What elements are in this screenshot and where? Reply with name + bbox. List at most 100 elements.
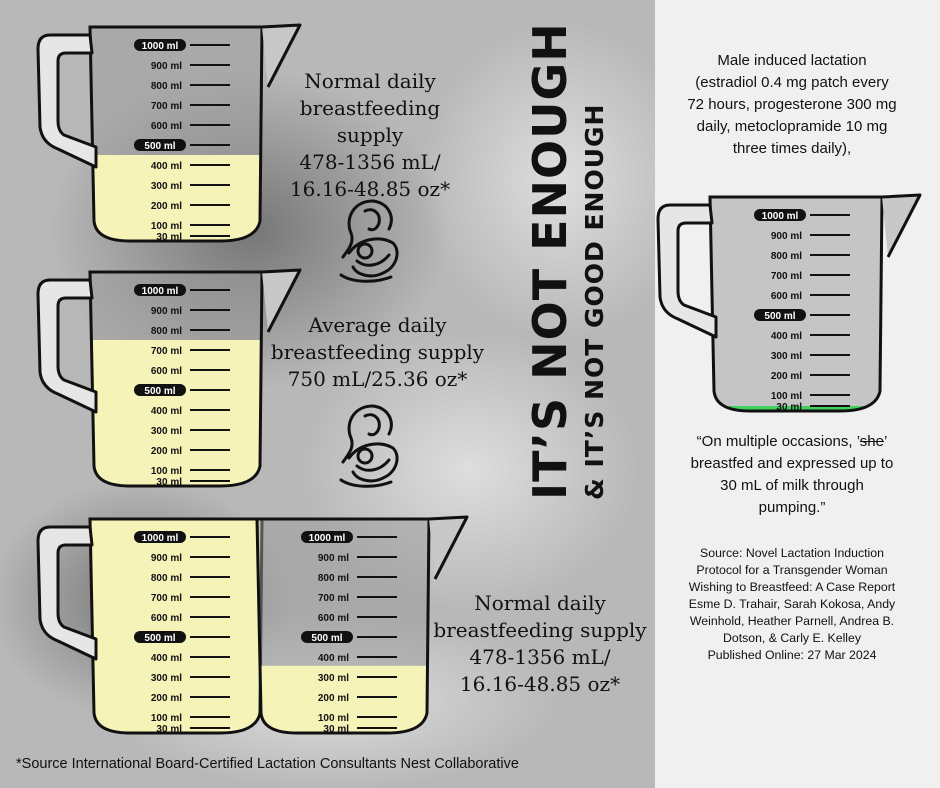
photo-highlight: [420, 20, 700, 340]
scale-label: 400 ml: [318, 653, 349, 664]
caption-normal-supply: Normal daily breastfeeding supply 478-13…: [289, 69, 451, 201]
cup-spout: [261, 23, 302, 88]
cup-normal-max-right: 1000 ml 900 ml 800 ml 700 ml 600 ml 500 ml 400…: [255, 515, 469, 735]
cup-interior: [710, 197, 882, 411]
cup-spout: [261, 268, 302, 333]
caption-average-supply: Average daily breastfeeding supply 750 m…: [270, 313, 485, 391]
scale-label: 500 ml: [144, 141, 175, 152]
scale-label: 300 ml: [771, 351, 802, 362]
scale-label: 30 ml: [776, 402, 802, 413]
caption-normal-supply-bottom: Normal daily breastfeeding supply 478-13…: [433, 591, 647, 696]
scale-badge: [134, 384, 186, 396]
scale-label: 900 ml: [151, 61, 182, 72]
scale-label: 900 ml: [318, 553, 349, 564]
scale-label: 800 ml: [151, 326, 182, 337]
scale-label: 30 ml: [323, 724, 349, 735]
source-citation: Source: Novel Lactation Induction Protoc…: [688, 546, 896, 662]
scale-label: 30 ml: [156, 232, 182, 243]
case-quote: “On multiple occasions, ’she’ breastfed …: [672, 431, 912, 519]
cup-spout: [881, 193, 922, 258]
cup-handle: [36, 525, 98, 661]
scale-label: 300 ml: [318, 673, 349, 684]
cup-handle: [656, 203, 718, 339]
scale-label: 200 ml: [151, 201, 182, 212]
scale-label: 400 ml: [151, 161, 182, 172]
cup-outline: [708, 195, 884, 413]
cup-average-supply: 1000 ml 900 ml 800 ml 700 ml 600 ml 500 ml 400…: [36, 268, 302, 488]
scale-label: 100 ml: [318, 713, 349, 724]
milk-fill: [90, 155, 262, 241]
cup-outline: [88, 517, 264, 735]
scale-badge: [134, 631, 186, 643]
milk-fill: [90, 340, 262, 486]
cup-outline: [255, 517, 431, 735]
quote-first-line: “On multiple occasions, ’she’: [696, 433, 888, 450]
scale-label: 600 ml: [151, 613, 182, 624]
scale-label: 100 ml: [151, 466, 182, 477]
scale-label: 200 ml: [151, 446, 182, 457]
scale-label: 600 ml: [771, 291, 802, 302]
lactation-protocol-text: Male induced lactation (estradiol 0.4 mg…: [687, 52, 897, 157]
cup-normal-max-left: 1000 ml 900 ml 800 ml 700 ml 600 ml 500 ml 400…: [36, 517, 264, 735]
cup-handle: [36, 278, 98, 414]
cup-spout: [428, 515, 469, 580]
scale-label: 800 ml: [151, 81, 182, 92]
scale-badge: [301, 631, 353, 643]
scale-label: 800 ml: [151, 573, 182, 584]
scale-label: 100 ml: [151, 221, 182, 232]
scale-label: 100 ml: [771, 391, 802, 402]
scale-label: 30 ml: [156, 477, 182, 488]
scale-badge: [134, 531, 186, 543]
scale-label: 800 ml: [318, 573, 349, 584]
scale-label: 300 ml: [151, 181, 182, 192]
scale-label: 700 ml: [151, 593, 182, 604]
scale-label: 400 ml: [151, 406, 182, 417]
scale-label: 1000 ml: [309, 533, 346, 544]
scale-badge: [301, 531, 353, 543]
scale-label: 1000 ml: [142, 41, 179, 52]
scale-label: 500 ml: [311, 633, 342, 644]
milk-fill: [90, 519, 262, 733]
scale-badge: [754, 309, 806, 321]
scale-label: 200 ml: [318, 693, 349, 704]
scale-label: 500 ml: [144, 386, 175, 397]
scale-badge: [134, 284, 186, 296]
scale-label: 900 ml: [771, 231, 802, 242]
scale-label: 700 ml: [771, 271, 802, 282]
mother-breastfeeding-icon: [339, 199, 399, 283]
scale-label: 700 ml: [151, 101, 182, 112]
scale-label: 100 ml: [151, 713, 182, 724]
scale-label: 1000 ml: [142, 286, 179, 297]
scale-label: 300 ml: [151, 673, 182, 684]
scale-badge: [134, 139, 186, 151]
scale-label: 800 ml: [771, 251, 802, 262]
cup-outline: [88, 270, 264, 488]
milk-fill: [257, 665, 429, 733]
scale-label: 200 ml: [771, 371, 802, 382]
scale-label: 30 ml: [156, 724, 182, 735]
scale-badge: [134, 39, 186, 51]
headline-main: IT’S NOT ENOUGH: [523, 22, 577, 500]
scale-label: 700 ml: [318, 593, 349, 604]
scale-label: 1000 ml: [142, 533, 179, 544]
footnote: *Source International Board-Certified La…: [16, 756, 519, 772]
cup-normal-supply: 1000 ml 900 ml 800 ml 700 ml 600 ml 500 ml 400…: [36, 23, 302, 243]
scale-label: 600 ml: [151, 121, 182, 132]
struck-word: she: [859, 433, 884, 450]
scale-label: 400 ml: [151, 653, 182, 664]
scale-label: 500 ml: [144, 633, 175, 644]
milk-fill: [710, 406, 882, 411]
cup-handle: [36, 33, 98, 169]
scale-label: 500 ml: [764, 311, 795, 322]
scale-label: 900 ml: [151, 306, 182, 317]
scale-label: 900 ml: [151, 553, 182, 564]
scale-label: 1000 ml: [762, 211, 799, 222]
headline-sub: & IT’S NOT GOOD ENOUGH: [580, 103, 609, 500]
scale-label: 700 ml: [151, 346, 182, 357]
scale-label: 600 ml: [151, 366, 182, 377]
scale-badge: [754, 209, 806, 221]
mother-breastfeeding-icon: [339, 404, 399, 488]
scale-label: 600 ml: [318, 613, 349, 624]
